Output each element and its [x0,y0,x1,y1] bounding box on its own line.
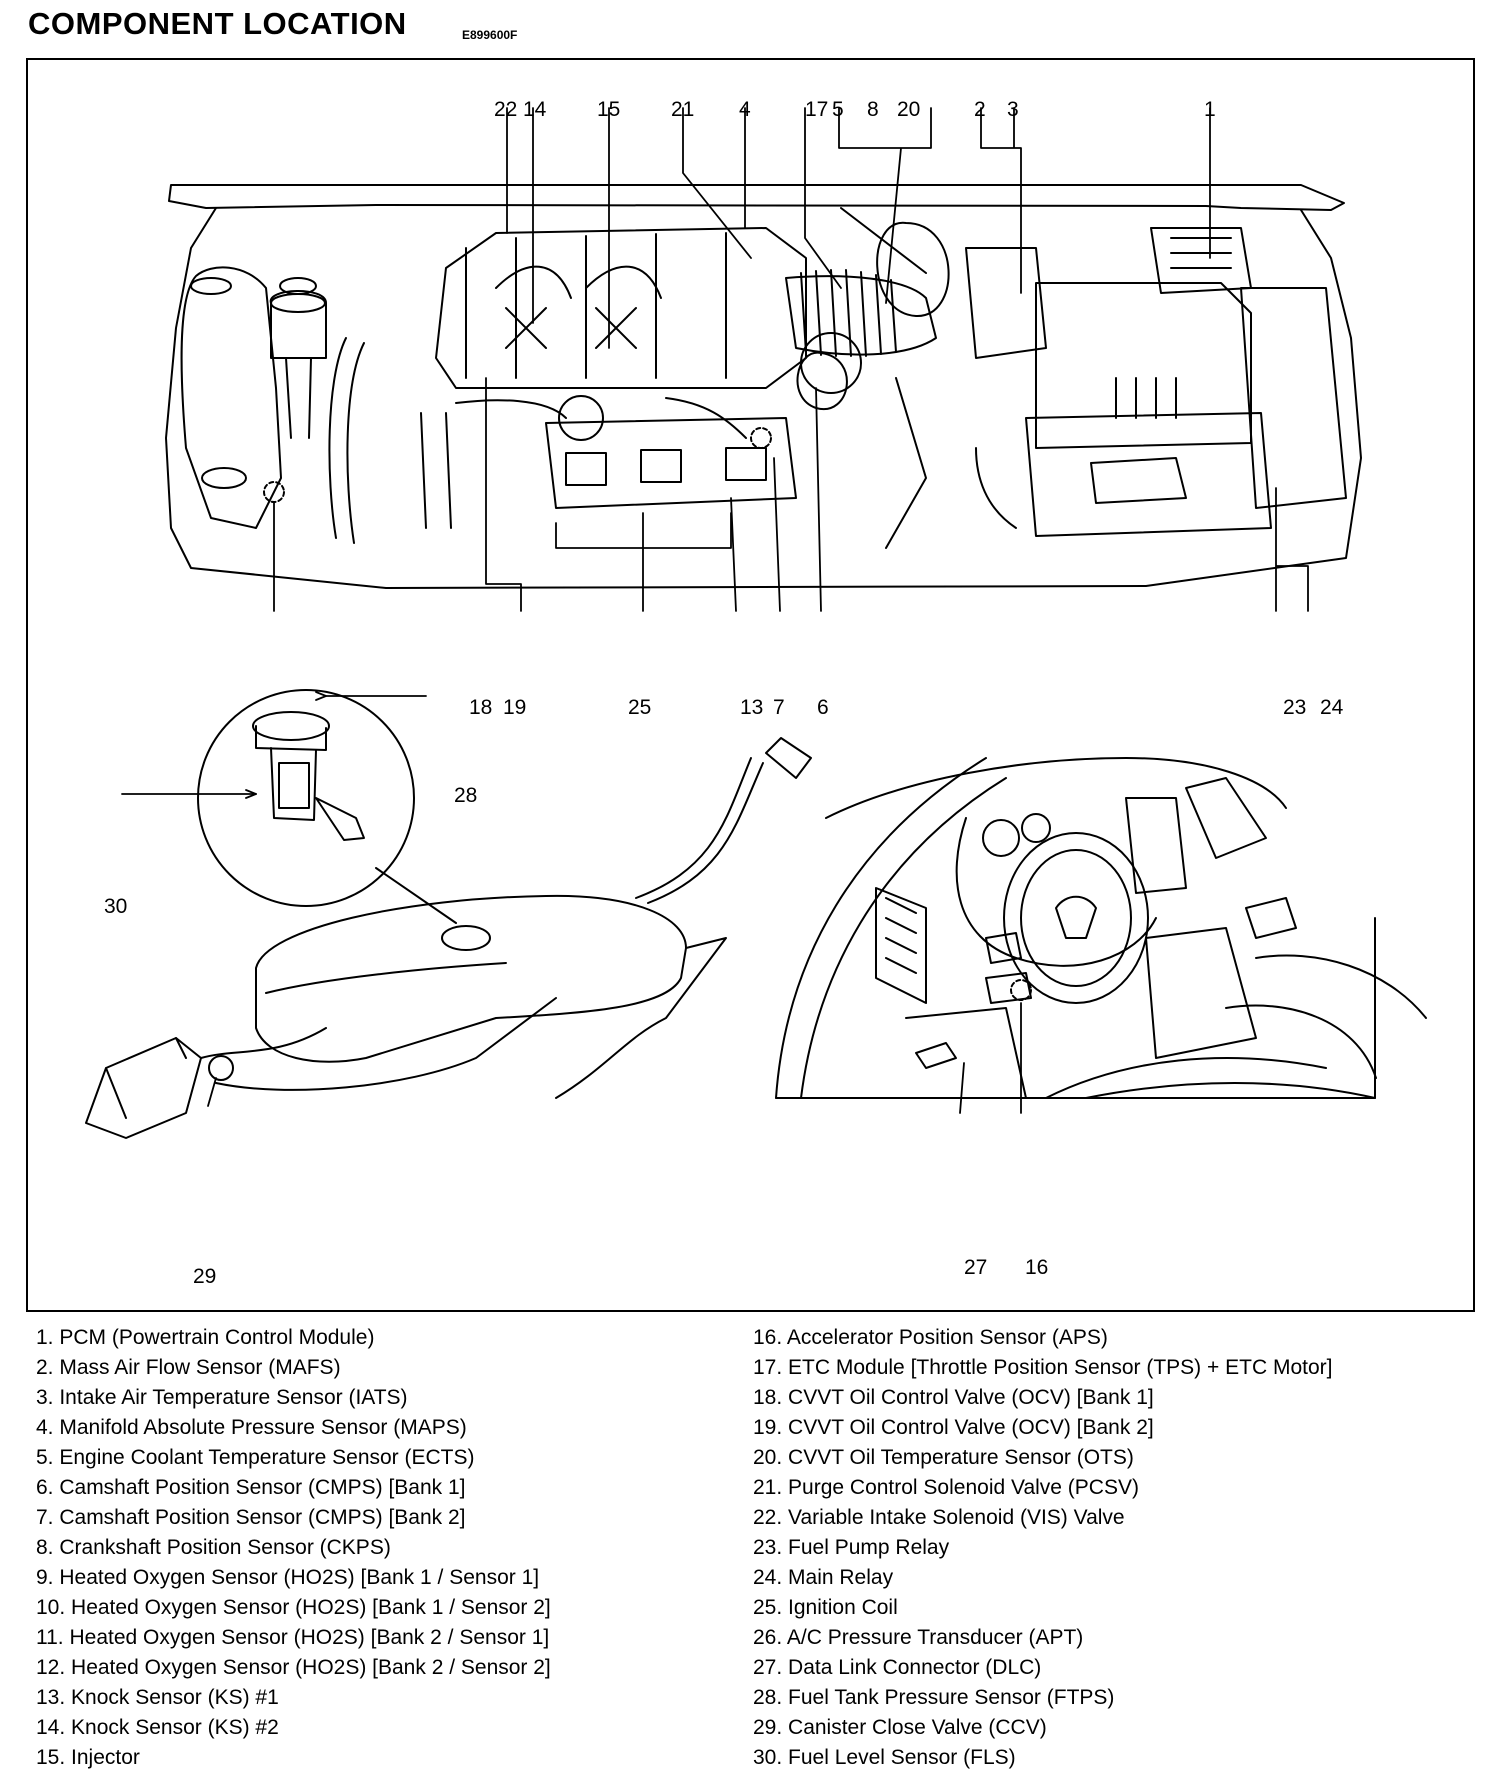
legend-item: 9. Heated Oxygen Sensor (HO2S) [Bank 1 /… [36,1566,540,1589]
callout-14: 14 [523,98,547,121]
callout-25: 25 [628,696,652,719]
legend-item: 22. Variable Intake Solenoid (VIS) Valve [753,1506,1125,1529]
legend-item: 30. Fuel Level Sensor (FLS) [753,1746,1016,1769]
callout-1: 1 [1204,98,1216,121]
callout-3: 3 [1007,98,1019,121]
callout-30: 30 [104,895,128,918]
legend-item: 10. Heated Oxygen Sensor (HO2S) [Bank 1 … [36,1596,551,1619]
legend-item: 18. CVVT Oil Control Valve (OCV) [Bank 1… [753,1386,1154,1409]
callout-2: 2 [974,98,986,121]
diagram-frame [26,58,1475,1312]
engine-bay-illustration [165,184,1362,589]
legend-item: 2. Mass Air Flow Sensor (MAFS) [36,1356,341,1379]
legend-right-column: 16. Accelerator Position Sensor (APS) 17… [753,1323,1473,1773]
legend-item: 21. Purge Control Solenoid Valve (PCSV) [753,1476,1139,1499]
legend-item: 17. ETC Module [Throttle Position Sensor… [753,1356,1333,1379]
callout-15: 15 [597,98,621,121]
callout-19: 19 [503,696,527,719]
fuel-tank-illustration [85,689,812,1139]
callout-5: 5 [832,98,844,121]
callout-4: 4 [739,98,751,121]
legend-item: 3. Intake Air Temperature Sensor (IATS) [36,1386,408,1409]
callout-8: 8 [867,98,879,121]
legend-item: 27. Data Link Connector (DLC) [753,1656,1042,1679]
legend-item: 25. Ignition Coil [753,1596,898,1619]
legend-item: 28. Fuel Tank Pressure Sensor (FTPS) [753,1686,1115,1709]
legend-item: 6. Camshaft Position Sensor (CMPS) [Bank… [36,1476,466,1499]
callout-13: 13 [740,696,764,719]
callout-7: 7 [773,696,785,719]
callout-23: 23 [1283,696,1307,719]
legend-item: 26. A/C Pressure Transducer (APT) [753,1626,1084,1649]
legend-item: 24. Main Relay [753,1566,894,1589]
legend-left-column: 1. PCM (Powertrain Control Module) 2. Ma… [36,1323,736,1773]
interior-illustration [775,757,1427,1099]
legend-item: 5. Engine Coolant Temperature Sensor (EC… [36,1446,475,1469]
callout-18: 18 [469,696,493,719]
callout-16: 16 [1025,1256,1049,1279]
legend-item: 20. CVVT Oil Temperature Sensor (OTS) [753,1446,1134,1469]
callout-24: 24 [1320,696,1344,719]
page-title: COMPONENT LOCATION [28,6,407,41]
callout-6: 6 [817,696,829,719]
callout-17: 17 [805,98,829,121]
callout-21: 21 [671,98,695,121]
legend-item: 23. Fuel Pump Relay [753,1536,950,1559]
component-diagram [85,107,1427,1139]
legend-item: 19. CVVT Oil Control Valve (OCV) [Bank 2… [753,1416,1154,1439]
legend-item: 12. Heated Oxygen Sensor (HO2S) [Bank 2 … [36,1656,551,1679]
legend-item: 29. Canister Close Valve (CCV) [753,1716,1047,1739]
legend-item: 4. Manifold Absolute Pressure Sensor (MA… [36,1416,467,1439]
legend-item: 15. Injector [36,1746,140,1769]
fuel-leader-lines [121,691,427,1107]
legend-item: 1. PCM (Powertrain Control Module) [36,1326,375,1349]
legend-item: 13. Knock Sensor (KS) #1 [36,1686,279,1709]
callout-27: 27 [964,1256,988,1279]
legend-item: 14. Knock Sensor (KS) #2 [36,1716,279,1739]
interior-leader-lines [959,1002,1022,1114]
document-code: E899600F [462,28,518,42]
legend-item: 7. Camshaft Position Sensor (CMPS) [Bank… [36,1506,466,1529]
callout-22: 22 [494,98,518,121]
legend-item: 11. Heated Oxygen Sensor (HO2S) [Bank 2 … [36,1626,550,1649]
legend-item: 8. Crankshaft Position Sensor (CKPS) [36,1536,391,1559]
callout-20: 20 [897,98,921,121]
legend-item: 16. Accelerator Position Sensor (APS) [753,1326,1108,1349]
callout-29: 29 [193,1265,217,1288]
callout-28: 28 [454,784,478,807]
engine-leader-lines [273,107,1309,612]
